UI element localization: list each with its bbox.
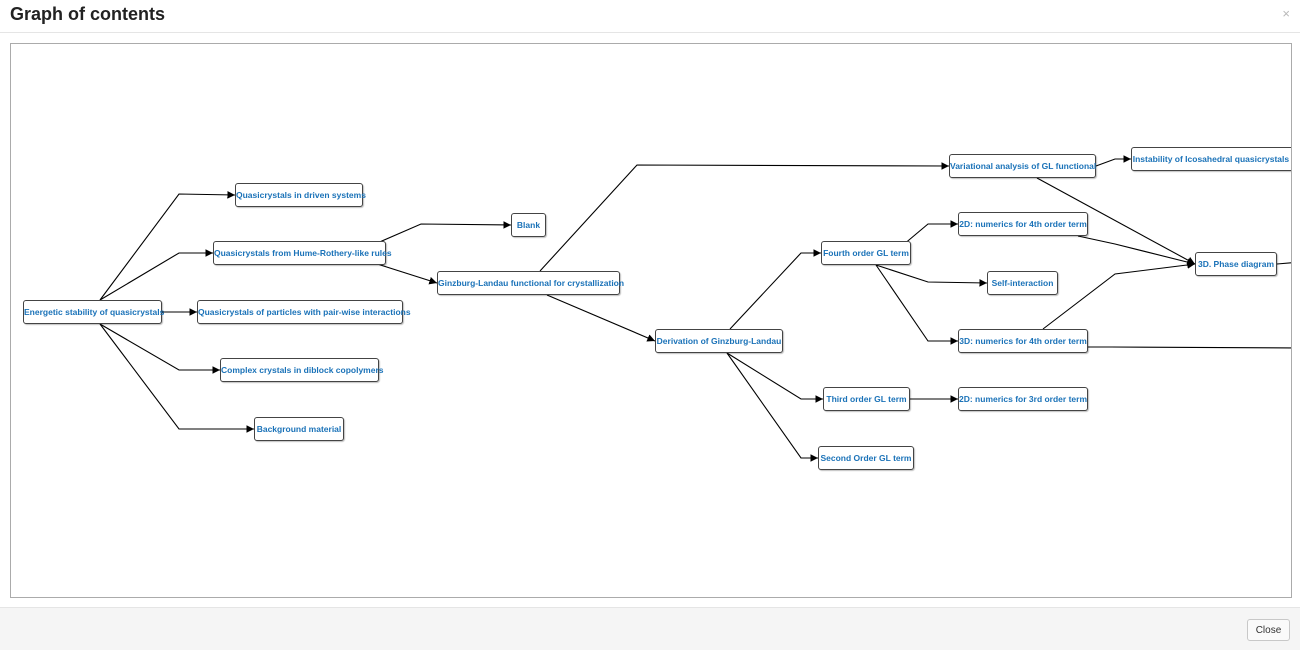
close-button[interactable]: Close bbox=[1247, 619, 1290, 641]
node-3d-numerics-4th[interactable]: 3D: numerics for 4th order term bbox=[958, 329, 1088, 353]
node-third-order[interactable]: Third order GL term bbox=[823, 387, 910, 411]
edge-fourth-to-num2d4 bbox=[902, 220, 958, 246]
edge-hume-to-blank bbox=[367, 221, 512, 248]
modal-footer: Close bbox=[0, 607, 1300, 650]
graph-canvas[interactable]: Energetic stability of quasicrystals Qua… bbox=[10, 43, 1292, 598]
edge-energetic-to-hume bbox=[99, 249, 213, 301]
node-gl-functional[interactable]: Ginzburg-Landau functional for crystalli… bbox=[437, 271, 624, 295]
node-diblock-copolymers[interactable]: Complex crystals in diblock copolymers bbox=[220, 358, 384, 382]
node-fourth-order[interactable]: Fourth order GL term bbox=[821, 241, 911, 265]
edge-energetic-to-diblock bbox=[99, 323, 220, 374]
node-background-material[interactable]: Background material bbox=[254, 417, 344, 441]
node-driven-systems[interactable]: Quasicrystals in driven systems bbox=[235, 183, 366, 207]
edge-fourth-to-num3d4 bbox=[875, 264, 958, 345]
edge-energetic-to-background bbox=[99, 323, 254, 433]
node-3d-phase-diagram[interactable]: 3D. Phase diagram bbox=[1195, 252, 1277, 276]
graph-edges bbox=[99, 155, 1291, 462]
node-icosahedral-instability[interactable]: Instability of Icosahedral quasicrystals… bbox=[1131, 147, 1291, 171]
edge-variational-to-phase3d bbox=[1036, 177, 1196, 265]
edge-gl_func-to-variational bbox=[539, 162, 950, 272]
edge-num3d4-to-offscreen_right bbox=[1088, 346, 1291, 349]
modal-header: Graph of contents × bbox=[0, 0, 1300, 33]
edge-num3d4-to-phase3d bbox=[1042, 261, 1196, 330]
edge-derivation-to-fourth bbox=[729, 249, 821, 330]
modal-title: Graph of contents bbox=[10, 4, 166, 24]
node-2d-numerics-4th[interactable]: 2D: numerics for 4th order term bbox=[958, 212, 1088, 236]
node-2d-numerics-3rd[interactable]: 2D: numerics for 3rd order term bbox=[958, 387, 1088, 411]
node-derivation-gl[interactable]: Derivation of Ginzburg-Landau bbox=[655, 329, 783, 353]
edge-derivation-to-third bbox=[726, 352, 823, 403]
node-pairwise-interactions[interactable]: Quasicrystals of particles with pair-wis… bbox=[197, 300, 411, 324]
node-hume-rothery[interactable]: Quasicrystals from Hume-Rothery-like rul… bbox=[213, 241, 392, 265]
edge-variational-to-icosahedral bbox=[1095, 155, 1131, 167]
node-self-interaction[interactable]: Self-interaction bbox=[987, 271, 1058, 295]
edge-derivation-to-second bbox=[726, 352, 818, 462]
node-energetic-stability[interactable]: Energetic stability of quasicrystals bbox=[23, 300, 164, 324]
node-second-order[interactable]: Second Order GL term bbox=[818, 446, 914, 470]
edge-fourth-to-selfint bbox=[875, 264, 988, 287]
edge-num2d4-to-phase3d bbox=[1077, 235, 1196, 266]
node-blank[interactable]: Blank bbox=[511, 213, 546, 237]
node-variational-analysis[interactable]: Variational analysis of GL functional bbox=[949, 154, 1096, 178]
edge-gl_func-to-derivation bbox=[546, 294, 656, 342]
close-icon[interactable]: × bbox=[1282, 6, 1290, 21]
edge-energetic-to-driven bbox=[99, 191, 236, 301]
edge-phase3d-to-offscreen bbox=[1276, 262, 1291, 265]
